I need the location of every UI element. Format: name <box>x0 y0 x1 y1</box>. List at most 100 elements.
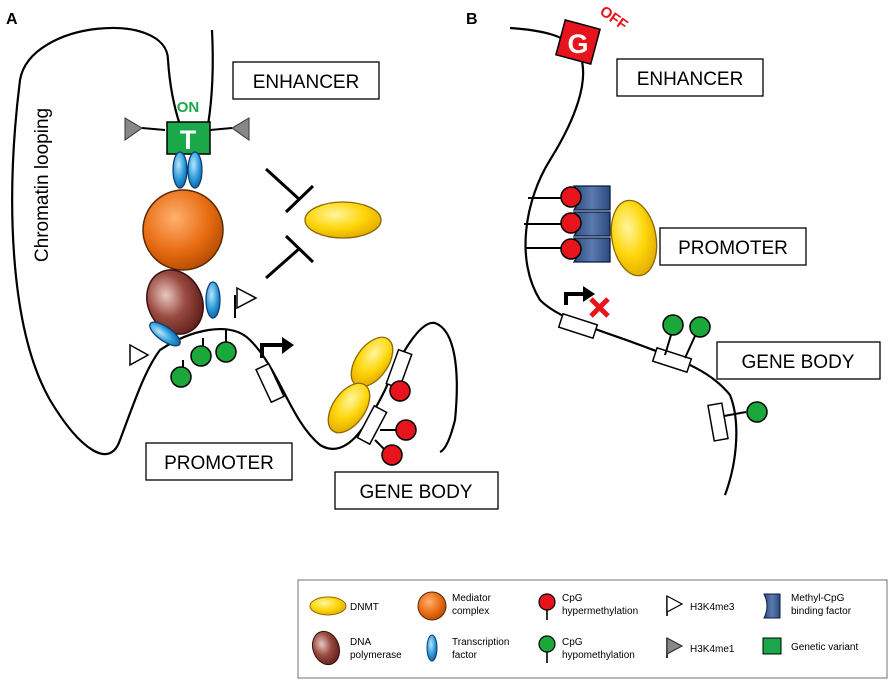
cpg-hypermethylated-icon <box>381 444 403 466</box>
transcription-factor-icon <box>172 151 188 189</box>
enhancer-strand-left <box>166 59 182 126</box>
cpg-hypomethylated-icon <box>215 341 237 363</box>
cpg-hypomethylated-icon <box>170 366 192 388</box>
enhancer-label-a: ENHANCER <box>253 72 360 93</box>
legend-dna-pol-label-1: DNA <box>350 637 371 648</box>
legend-h3k4me3-label: H3K4me3 <box>690 602 735 613</box>
cpg-hypomethylated-icon <box>746 401 768 423</box>
dnmt-icon <box>610 199 658 277</box>
legend-cpg-hyper-label-1: CpG <box>562 593 583 604</box>
inhibition-bar <box>284 184 315 214</box>
legend-cpg-hyper-label-2: hypermethylation <box>562 606 638 617</box>
cpg-stem <box>723 411 747 417</box>
h3k4me1-flag-icon <box>124 117 143 141</box>
inhibition-bar <box>284 234 315 264</box>
genetic-variant-g-box <box>555 19 601 65</box>
legend-dna-pol-label-2: polymerase <box>350 650 402 661</box>
enhancer-strand-right <box>206 29 214 126</box>
panel-a-letter: A <box>6 11 18 28</box>
legend: DNMT Mediator complex CpG hypermethylati… <box>297 579 888 679</box>
legend-dnmt-icon <box>309 596 347 616</box>
mediator-complex-icon <box>142 189 224 271</box>
on-label: ON <box>177 99 200 116</box>
h3k4me1-stem <box>141 127 166 131</box>
legend-mediator-icon <box>417 591 447 621</box>
cpg-hypermethylated-icon <box>389 380 411 402</box>
cpg-hypermethylated-icon <box>560 212 582 234</box>
enhancer-label-box-a <box>232 61 380 100</box>
exon-box <box>255 362 285 404</box>
panel-b-letter: B <box>466 11 478 28</box>
legend-cpg-hypo-label-2: hypomethylation <box>562 650 635 661</box>
gene-body-label-box-b <box>716 341 881 380</box>
blocked-x-icon <box>589 297 610 318</box>
h3k4me1-flag-icon <box>231 117 250 141</box>
cpg-hypomethylated-icon <box>662 314 684 336</box>
exon-box <box>651 346 693 374</box>
cpg-hypermethylated-icon <box>560 186 582 208</box>
legend-cpg-hypo-label-1: CpG <box>562 637 583 648</box>
legend-tf-icon <box>426 634 438 662</box>
panel-b: B G OFF <box>466 3 881 496</box>
inhibition-line <box>264 167 302 202</box>
promoter-label-box-b <box>659 227 807 266</box>
off-label: OFF <box>596 3 630 34</box>
gene-body-label-box-a <box>334 471 499 510</box>
tss-arrow-icon <box>564 292 586 305</box>
exon-box <box>707 402 729 442</box>
transcription-factor-icon <box>187 151 203 189</box>
cpg-hypermethylated-icon <box>395 419 417 441</box>
legend-tf-label-1: Transcription <box>452 637 509 648</box>
legend-tf-label-2: factor <box>452 650 478 661</box>
variant-g-letter: G <box>567 29 588 59</box>
cpg-hypomethylated-icon <box>689 316 711 338</box>
enhancer-label-box-b <box>616 58 764 97</box>
h3k4me3-flag-icon <box>129 343 150 367</box>
dnmt-icon <box>327 382 371 434</box>
tss-arrow-icon <box>260 343 285 358</box>
chromatin-strand-a <box>11 26 458 456</box>
promoter-label-box-a <box>145 442 293 481</box>
cpg-stem <box>664 334 672 356</box>
legend-dnmt-label: DNMT <box>350 602 379 613</box>
legend-mediator-label-2: complex <box>452 606 489 617</box>
transcription-factor-icon <box>149 321 181 347</box>
h3k4me1-stem <box>209 127 233 131</box>
legend-dna-polymerase-icon <box>311 630 341 666</box>
gene-body-label-a: GENE BODY <box>360 482 473 503</box>
legend-cpg-hypo-icon <box>538 635 556 653</box>
legend-box <box>297 579 888 679</box>
legend-h3k4me1-label: H3K4me1 <box>690 644 735 655</box>
legend-h3k4me1-icon <box>666 637 684 655</box>
dna-polymerase-icon <box>146 269 204 335</box>
genetic-variant-t-box <box>166 121 211 155</box>
legend-methyl-binding-icon <box>763 593 781 619</box>
cpg-hypermethylated-icon <box>560 238 582 260</box>
h3k4me3-flag-icon <box>236 286 258 310</box>
promoter-label-a: PROMOTER <box>164 453 274 474</box>
variant-t-letter: T <box>180 125 197 155</box>
tss-arrowhead <box>282 337 294 354</box>
inhibition-line <box>265 246 301 280</box>
legend-genetic-variant-icon <box>762 637 782 655</box>
cpg-stem <box>374 439 386 451</box>
enhancer-label-b: ENHANCER <box>637 69 744 90</box>
transcription-factor-icon <box>205 281 221 319</box>
legend-cpg-hyper-icon <box>538 593 556 611</box>
cpg-hypomethylated-icon <box>190 345 212 367</box>
dnmt-free-icon <box>304 201 382 239</box>
gene-body-label-b: GENE BODY <box>742 352 855 373</box>
chromatin-looping-label: Chromatin looping <box>32 108 53 262</box>
promoter-label-b: PROMOTER <box>678 238 788 259</box>
legend-mediator-label-1: Mediator <box>452 593 492 604</box>
cpg-stem <box>684 335 696 359</box>
legend-methyl-binding-label-2: binding factor <box>791 606 852 617</box>
panel-a: A ON T <box>6 11 499 510</box>
legend-genetic-variant-label: Genetic variant <box>791 642 858 653</box>
exon-box <box>356 404 388 446</box>
exon-box <box>557 312 599 340</box>
tss-arrowhead <box>583 286 595 302</box>
legend-h3k4me3-icon <box>666 595 684 613</box>
promoter-b-methylation <box>524 185 658 277</box>
legend-methyl-binding-label-1: Methyl-CpG <box>791 593 845 604</box>
